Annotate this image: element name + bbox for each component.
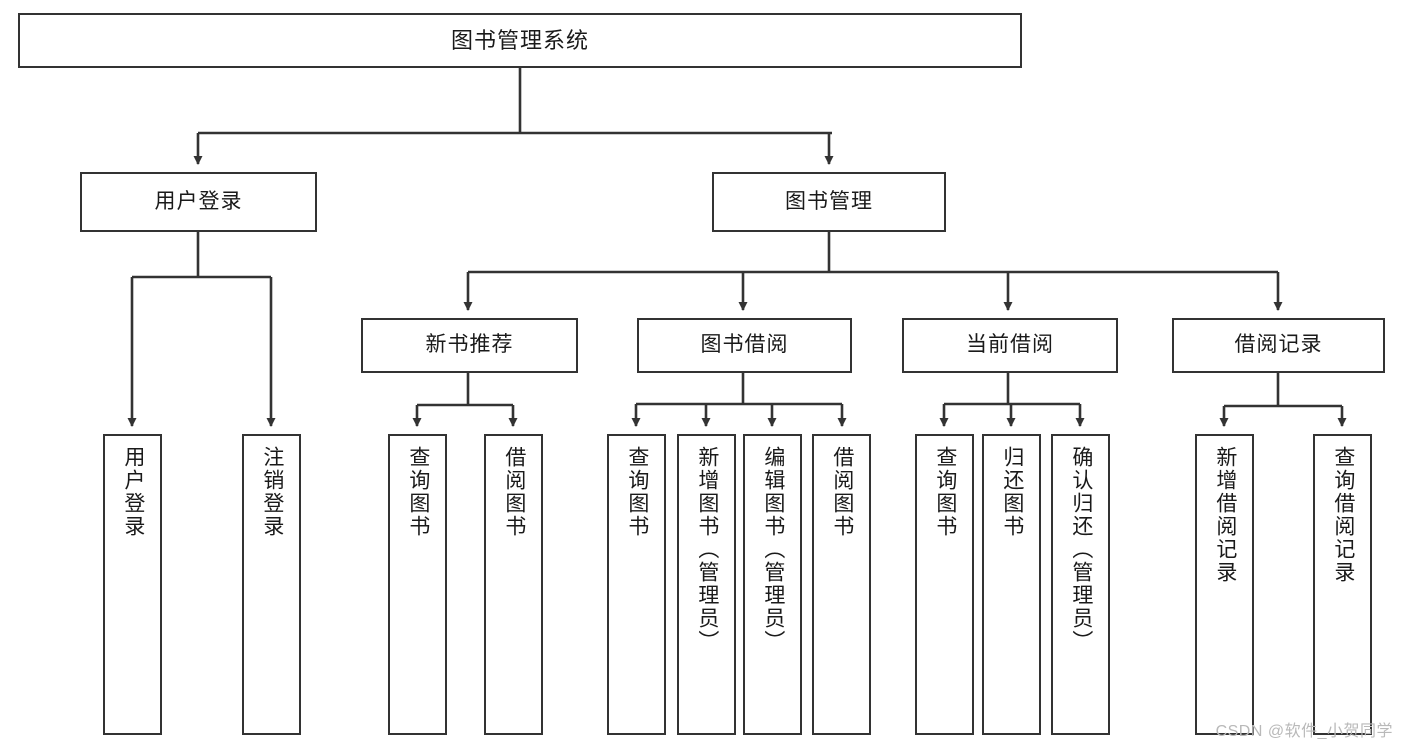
node-label: 借阅图书 <box>502 446 526 538</box>
node-label: 查询图书 <box>406 446 430 538</box>
node-label: 当前借阅 <box>966 333 1054 357</box>
node-label: 借阅图书 <box>830 446 854 538</box>
node-label: 编辑图书（管理员） <box>761 446 785 653</box>
node-root-system[interactable]: 图书管理系统 <box>18 13 1022 68</box>
leaf-record-query[interactable]: 查询借阅记录 <box>1313 434 1372 735</box>
node-current-borrow[interactable]: 当前借阅 <box>902 318 1118 373</box>
leaf-borrow-query-book[interactable]: 查询图书 <box>607 434 666 735</box>
node-borrow-record[interactable]: 借阅记录 <box>1172 318 1385 373</box>
node-user-login[interactable]: 用户登录 <box>80 172 317 232</box>
leaf-new-book-query[interactable]: 查询图书 <box>388 434 447 735</box>
node-label: 图书管理 <box>785 189 873 213</box>
node-book-management[interactable]: 图书管理 <box>712 172 946 232</box>
node-label: 注销登录 <box>260 446 284 538</box>
node-label: 归还图书 <box>1000 446 1024 538</box>
leaf-logout[interactable]: 注销登录 <box>242 434 301 735</box>
leaf-current-confirm-return[interactable]: 确认归还（管理员） <box>1051 434 1110 735</box>
leaf-user-login[interactable]: 用户登录 <box>103 434 162 735</box>
watermark: CSDN @软件_小贺同学 <box>1215 723 1393 740</box>
node-label: 借阅记录 <box>1234 333 1323 357</box>
node-label: 新书推荐 <box>425 333 514 357</box>
leaf-record-add[interactable]: 新增借阅记录 <box>1195 434 1254 735</box>
node-label: 图书借阅 <box>700 333 789 357</box>
node-label: 图书管理系统 <box>450 27 589 53</box>
leaf-borrow-borrow-book[interactable]: 借阅图书 <box>812 434 871 735</box>
leaf-current-return-book[interactable]: 归还图书 <box>982 434 1041 735</box>
node-label: 新增图书（管理员） <box>695 446 719 653</box>
node-label: 新增借阅记录 <box>1213 446 1237 584</box>
node-label: 用户登录 <box>154 189 243 213</box>
leaf-current-query-book[interactable]: 查询图书 <box>915 434 974 735</box>
leaf-borrow-add-book[interactable]: 新增图书（管理员） <box>677 434 736 735</box>
node-new-book-recommend[interactable]: 新书推荐 <box>361 318 578 373</box>
node-label: 用户登录 <box>121 446 145 538</box>
node-label: 查询图书 <box>625 446 649 538</box>
node-label: 确认归还（管理员） <box>1069 446 1093 653</box>
node-label: 查询图书 <box>933 446 957 538</box>
leaf-borrow-edit-book[interactable]: 编辑图书（管理员） <box>743 434 802 735</box>
node-book-borrow[interactable]: 图书借阅 <box>637 318 852 373</box>
node-label: 查询借阅记录 <box>1331 446 1355 584</box>
leaf-new-book-borrow[interactable]: 借阅图书 <box>484 434 543 735</box>
